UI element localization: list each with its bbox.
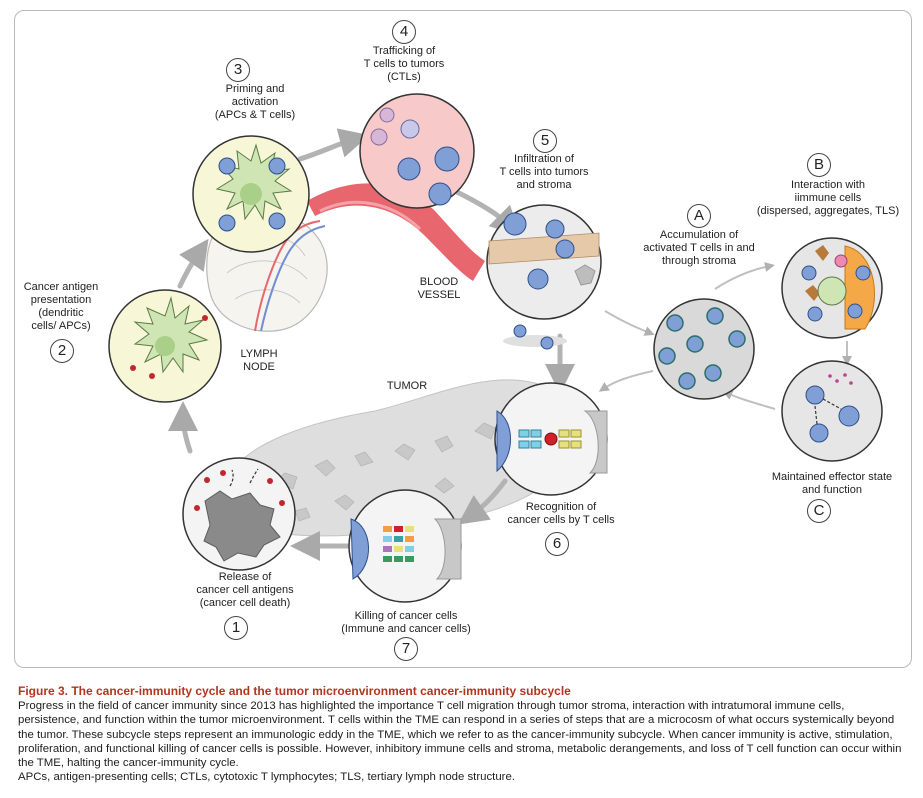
substepB-illustration xyxy=(781,237,883,339)
cancer-immunity-diagram xyxy=(108,93,883,603)
blood-vessel-label: BLOOD VESSEL xyxy=(417,276,461,301)
caption-abbreviations: APCs, antigen-presenting cells; CTLs, cy… xyxy=(18,771,515,784)
step-6-label: Recognition of cancer cells by T cells xyxy=(507,501,615,526)
step2-illustration xyxy=(108,289,222,403)
figure-panel: 1 2 3 4 5 6 7 A B C Release of cancer ce… xyxy=(14,10,912,668)
step-1-number: 1 xyxy=(224,616,248,640)
substepA-illustration xyxy=(653,298,755,400)
step5-illustration xyxy=(486,204,602,320)
step3-illustration xyxy=(192,135,310,253)
step-4-label: Trafficking of T cells to tumors (CTLs) xyxy=(363,45,445,83)
migrating-tcells xyxy=(503,324,567,350)
step7-illustration xyxy=(348,489,462,603)
figure-caption: Figure 3. The cancer-immunity cycle and … xyxy=(18,684,908,784)
caption-title: Figure 3. The cancer-immunity cycle and … xyxy=(18,684,571,698)
caption-body: Progress in the field of cancer immunity… xyxy=(18,700,902,770)
step-5-label: Infiltration of T cells into tumors and … xyxy=(499,153,589,191)
substep-B-letter: B xyxy=(807,153,831,177)
substep-B-label: Interaction with iimmune cells (disperse… xyxy=(756,179,900,217)
step6-illustration xyxy=(494,382,608,496)
tumor-label: TUMOR xyxy=(386,380,428,392)
substep-C-letter: C xyxy=(807,499,831,523)
substep-A-letter: A xyxy=(687,204,711,228)
step-1-label: Release of cancer cell antigens (cancer … xyxy=(196,571,294,609)
substepC-illustration xyxy=(781,360,883,462)
step-7-number: 7 xyxy=(394,637,418,661)
step-3-number: 3 xyxy=(226,58,250,82)
step-7-label: Killing of cancer cells (Immune and canc… xyxy=(341,610,471,635)
step-2-label: Cancer antigen presentation (dendritic c… xyxy=(23,281,99,332)
step-3-label: Priming and activation (APCs & T cells) xyxy=(214,83,296,121)
step-4-number: 4 xyxy=(392,20,416,44)
subcycle-arrows xyxy=(598,262,852,410)
lymph-node-label: LYMPH NODE xyxy=(240,348,278,373)
substep-A-label: Accumulation of activated T cells in and… xyxy=(643,229,755,267)
step1-illustration xyxy=(182,457,296,571)
step-6-number: 6 xyxy=(545,532,569,556)
step-5-number: 5 xyxy=(533,129,557,153)
step4-illustration xyxy=(359,93,475,209)
step-2-number: 2 xyxy=(50,339,74,363)
substep-C-label: Maintained effector state and function xyxy=(771,471,893,496)
